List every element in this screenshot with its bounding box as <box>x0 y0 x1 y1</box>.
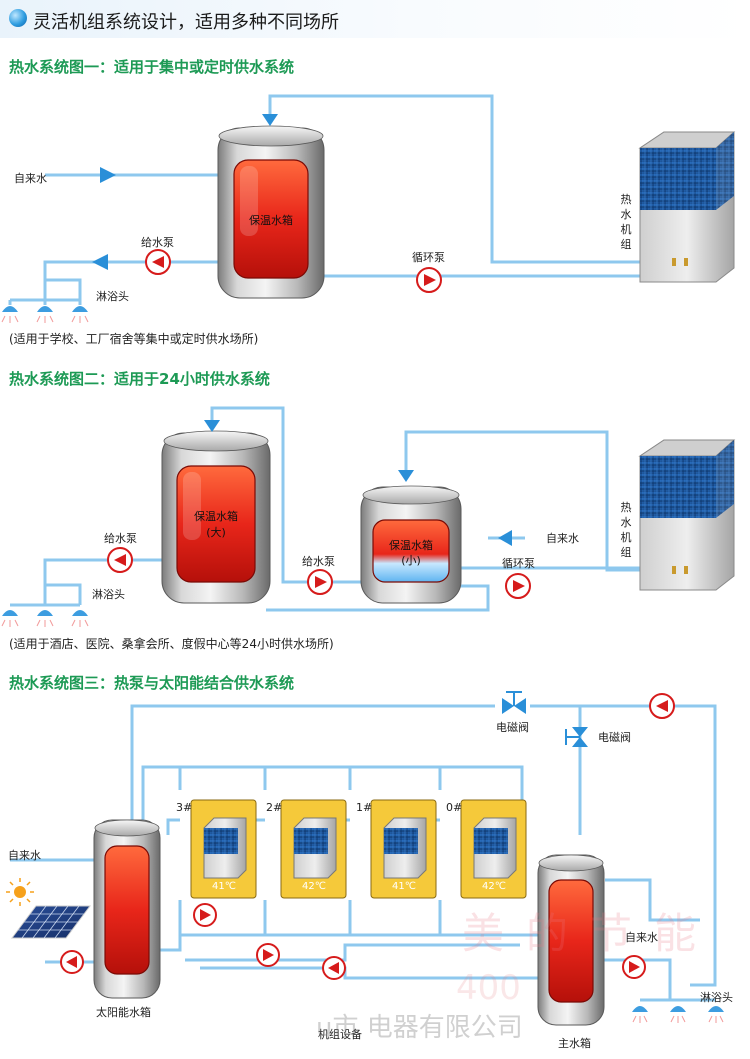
solenoid-valve-2 <box>565 727 588 747</box>
circ-pump-label-s2: 循环泵 <box>502 557 535 570</box>
arrow-left-icon <box>92 254 108 270</box>
unit-2 <box>280 799 347 899</box>
inlet-label-s3-left: 自来水 <box>8 849 41 862</box>
shower-label-s3: 淋浴头 <box>700 991 733 1004</box>
shower-heads-s3 <box>632 998 724 1023</box>
main-tank-label: 主水箱 <box>558 1037 591 1050</box>
supply-pump-s2-left <box>107 547 133 573</box>
supply-pump-label-s2-mid: 给水泵 <box>302 555 335 568</box>
note-s1: (适用于学校、工厂宿舍等集中或定时供水场所) <box>9 332 259 346</box>
section1-pipes <box>43 94 640 300</box>
pump-s3-shower <box>622 955 646 979</box>
section3-title: 热水系统图三：热泵与太阳能结合供水系统 <box>9 674 295 692</box>
valve-label-1: 电磁阀 <box>496 721 529 734</box>
arrow-left-icon <box>498 530 512 546</box>
header-bar: 灵活机组系统设计，适用多种不同场所 <box>0 0 750 38</box>
unit-3 <box>190 799 257 899</box>
supply-pump-s2-mid <box>307 569 333 595</box>
heat-pump-units-s3 <box>190 799 527 899</box>
heat-pump-label-s1: 热水机组 <box>620 193 632 251</box>
watermark-line1: 美的节能 <box>462 909 719 958</box>
arrow-down-icon <box>262 114 278 126</box>
supply-pump-label-s2-left: 给水泵 <box>104 532 137 545</box>
shower-heads-s1 <box>1 298 89 323</box>
supply-pump-s1 <box>145 249 171 275</box>
watermark-line3: u市 电器有限公司 <box>316 1013 523 1043</box>
heat-pump-unit-s2 <box>638 439 736 591</box>
pump-s3-mid <box>256 943 280 967</box>
section2-pipes <box>43 406 640 612</box>
solar-tank-s3 <box>93 819 161 999</box>
unit-temp-0: 42℃ <box>482 881 506 892</box>
arrow-down-icon <box>398 470 414 482</box>
pump-s3-solar <box>60 950 84 974</box>
main-tank-s3 <box>537 854 605 1026</box>
heat-pump-label-s2: 热水机组 <box>620 501 632 559</box>
tank-label-s1: 保温水箱 <box>249 214 293 227</box>
inlet-label-s2: 自来水 <box>546 532 579 545</box>
section1-title: 热水系统图一：适用于集中或定时供水系统 <box>9 58 295 76</box>
unit-number-2: 2# <box>266 801 283 814</box>
big-tank-sub: (大) <box>206 526 226 539</box>
arrow-right-icon <box>100 167 116 183</box>
solenoid-valve-1 <box>502 691 526 714</box>
arrow-down-icon <box>204 420 220 432</box>
circ-pump-s2 <box>505 573 531 599</box>
pump-s3-bottom <box>322 956 346 980</box>
big-tank-s2 <box>161 430 271 604</box>
globe-icon <box>9 9 27 27</box>
inlet-label-s3-right: 自来水 <box>625 931 658 944</box>
unit-number-3: 3# <box>176 801 193 814</box>
valve-label-2: 电磁阀 <box>598 731 631 744</box>
circ-pump-label-s1: 循环泵 <box>412 251 445 264</box>
solar-tank-label: 太阳能水箱 <box>96 1006 151 1019</box>
note-s2: (适用于酒店、医院、桑拿会所、度假中心等24小时供水场所) <box>9 637 334 651</box>
circ-pump-s1 <box>416 267 442 293</box>
unit-temp-3: 41℃ <box>212 881 236 892</box>
shower-label-s2: 淋浴头 <box>92 588 125 601</box>
unit-number-1: 1# <box>356 801 373 814</box>
inlet-label-s1: 自来水 <box>14 172 47 185</box>
small-tank-sub: (小) <box>401 554 421 567</box>
small-tank-label: 保温水箱 <box>389 539 433 552</box>
tank-s1 <box>217 125 325 299</box>
supply-pump-label-s1: 给水泵 <box>141 236 174 249</box>
pump-s3-top-right <box>649 693 675 719</box>
shower-heads-s2 <box>1 603 89 627</box>
unit-temp-1: 41℃ <box>392 881 416 892</box>
pump-s3-unit-return <box>193 903 217 927</box>
unit-1 <box>370 799 437 899</box>
page-title: 灵活机组系统设计，适用多种不同场所 <box>33 12 339 33</box>
watermark-line2: 400 <box>456 968 521 1008</box>
unit-temp-2: 42℃ <box>302 881 326 892</box>
units-label: 机组设备 <box>318 1028 362 1041</box>
small-tank-s2 <box>360 485 462 604</box>
sun-icon <box>6 878 34 906</box>
solar-panel <box>11 905 91 939</box>
unit-number-0: 0# <box>446 801 463 814</box>
section2-title: 热水系统图二：适用于24小时供水系统 <box>9 370 270 388</box>
big-tank-label: 保温水箱 <box>194 510 238 523</box>
heat-pump-unit-s1 <box>638 131 736 283</box>
unit-0 <box>460 799 527 899</box>
shower-label-s1: 淋浴头 <box>96 290 129 303</box>
